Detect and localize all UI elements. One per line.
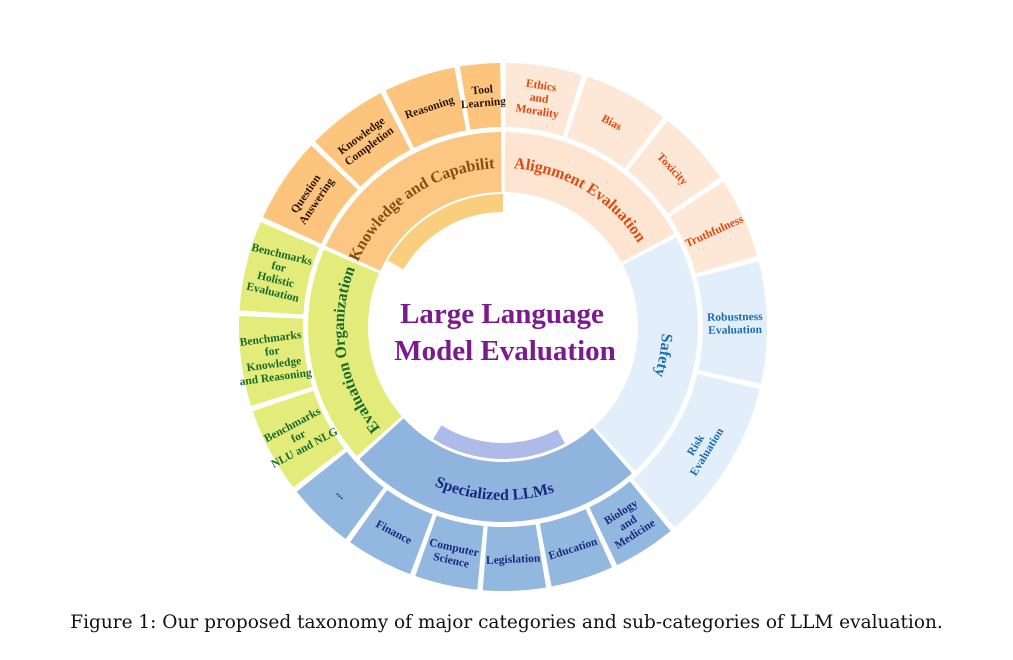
- subcategory-label-line: Legislation: [486, 553, 541, 567]
- subcategory-label: RobustnessEvaluation: [707, 311, 764, 337]
- category-specialized: BiologyandMedicineEducationLegislationCo…: [296, 418, 671, 591]
- subcategory-label-line: Tool: [471, 83, 493, 97]
- center-title-line2: Model Evaluation: [394, 335, 616, 367]
- subcategory-label-line: and: [529, 91, 550, 106]
- accent-arc-knowledge: [387, 194, 503, 270]
- subcategory-segment: [415, 515, 484, 590]
- taxonomy-rings: QuestionAnsweringKnowledgeCompletionReas…: [0, 0, 767, 591]
- subcategory-segment: [459, 63, 501, 130]
- subcategory-label-line: Learning: [460, 95, 506, 111]
- subcategory-label-line: for: [264, 345, 280, 359]
- category-segment-knowledge: [325, 132, 502, 271]
- subcategory-segment: [566, 76, 664, 169]
- subcategory-label: ToolLearning: [459, 82, 507, 111]
- accent-arc-specialized: [433, 425, 565, 459]
- subcategory-segment: [505, 63, 582, 137]
- subcategory-label-line: Evaluation: [708, 324, 762, 337]
- subcategory-segment: [696, 261, 767, 384]
- category-alignment: EthicsandMoralityBiasToxicityTruthfulnes…: [504, 63, 758, 274]
- subcategory-label-line: Ethics: [525, 78, 558, 95]
- category-segment-organization: [308, 249, 402, 456]
- category-segment-safety: [594, 237, 699, 471]
- figure-caption: Figure 1: Our proposed taxonomy of major…: [70, 612, 943, 633]
- subcategory-segment: [239, 315, 313, 406]
- subcategory-label-line: Robustness: [707, 311, 763, 324]
- subcategory-label-line: for: [270, 260, 287, 275]
- category-segment-specialized: [359, 418, 632, 522]
- center-title-line1: Large Language: [400, 298, 604, 330]
- subcategory-segment: [239, 222, 320, 315]
- subcategory-segment: [350, 490, 433, 575]
- taxonomy-diagram: QuestionAnsweringKnowledgeCompletionReas…: [0, 0, 767, 591]
- subcategory-segment: [669, 181, 758, 274]
- subcategory-segment: [315, 93, 411, 187]
- subcategory-segment: [627, 120, 721, 214]
- subcategory-segment: [482, 524, 547, 591]
- subcategory-segment: [252, 390, 345, 488]
- category-segment-alignment: [504, 132, 675, 263]
- subcategory-label: Legislation: [486, 553, 541, 567]
- subcategory-segment: [385, 67, 467, 148]
- subcategory-segment: [539, 509, 613, 587]
- subcategory-segment: [262, 145, 358, 244]
- subcategory-segment: [633, 374, 760, 528]
- subcategory-segment: [589, 481, 671, 566]
- subcategory-segment: [296, 451, 384, 539]
- category-knowledge: QuestionAnsweringKnowledgeCompletionReas…: [0, 0, 507, 271]
